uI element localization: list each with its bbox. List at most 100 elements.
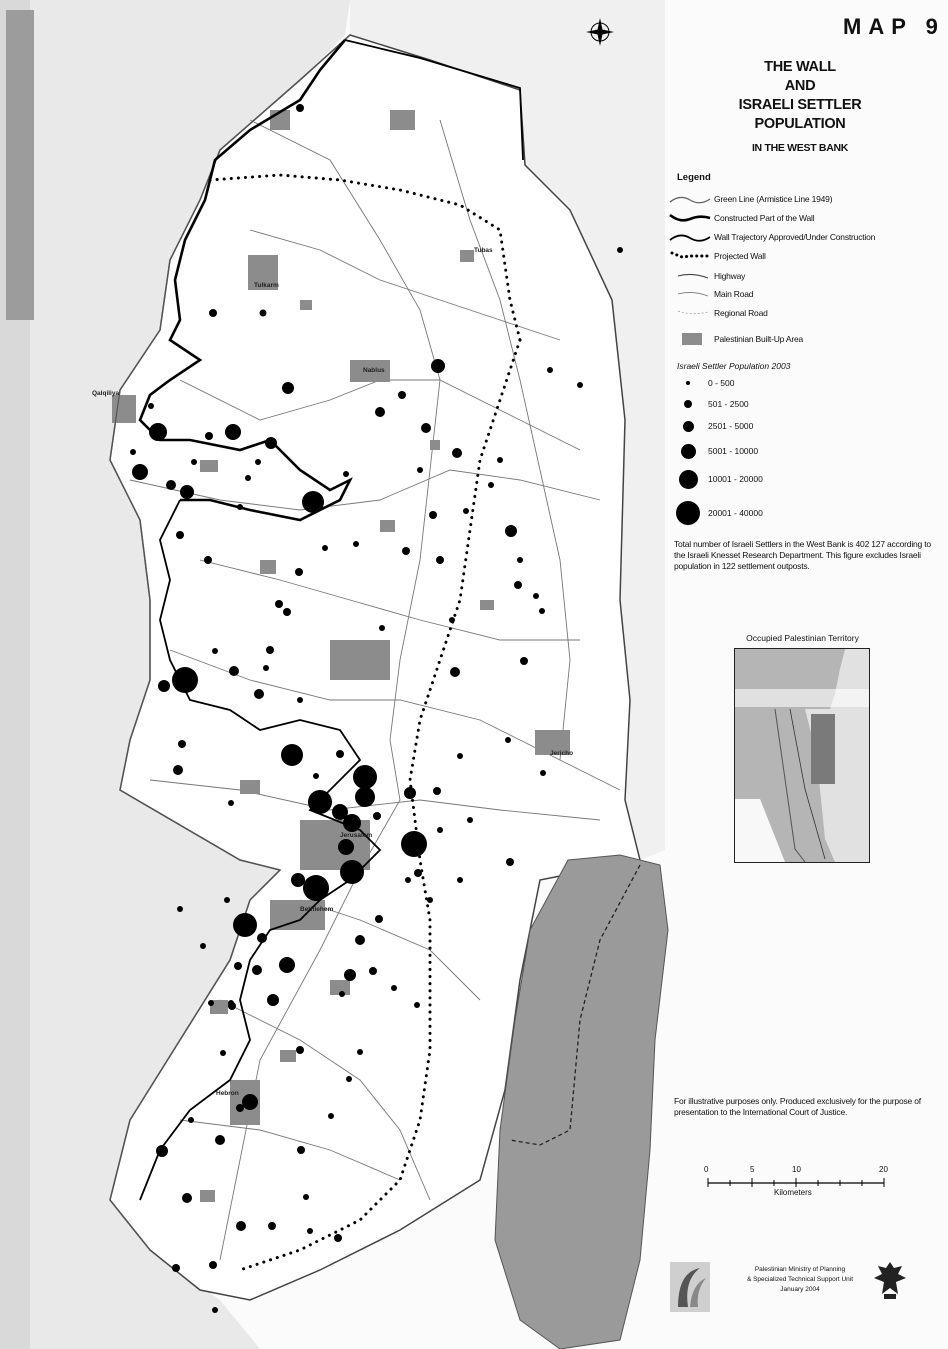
emblem-graphic	[874, 1262, 906, 1299]
settlement-dot	[178, 740, 186, 748]
settlement-dot	[158, 680, 170, 692]
dead-sea-border	[509, 864, 641, 1146]
settlement-dot	[268, 1222, 276, 1230]
legend-item-main-road: Main Road	[668, 286, 754, 302]
dead-sea[interactable]	[494, 854, 669, 1349]
settlement-dot	[228, 800, 234, 806]
settlement-dot	[173, 765, 183, 775]
settlement-dot	[414, 1002, 420, 1008]
population-class: 0 - 500	[668, 376, 734, 390]
settlement-dot	[281, 744, 303, 766]
built-up-area-symbol	[682, 333, 702, 345]
settlement-dot-symbol	[682, 420, 694, 432]
palestinian-built-up-areas	[112, 110, 570, 1202]
settlement-dot	[497, 457, 503, 463]
population-label: 10001 - 20000	[708, 474, 763, 484]
scale-tick-label: 10	[792, 1165, 801, 1174]
map-title-line: THE WALL	[764, 59, 836, 75]
legend-item-highway: Highway	[668, 268, 745, 284]
settlement-dot	[353, 541, 359, 547]
legend-label: Constructed Part of the Wall	[714, 213, 815, 223]
settlement-dot	[322, 545, 328, 551]
scale-unit: Kilometers	[774, 1188, 812, 1197]
settlement-dot	[488, 482, 494, 488]
settlement-dot	[212, 1307, 218, 1313]
settlement-dot	[338, 839, 354, 855]
settlement-dot	[242, 1094, 258, 1110]
settlement-dot	[617, 247, 623, 253]
legend-label: Projected Wall	[714, 251, 766, 261]
approved-wall	[139, 499, 382, 1201]
settlement-dot	[449, 617, 455, 623]
settlement-dot	[414, 869, 422, 877]
scale-bar: 0 5 10 20 Kilometers	[704, 1165, 904, 1205]
legend-label: Main Road	[714, 289, 754, 299]
place-label: Tulkarm	[254, 282, 279, 289]
constructed-wall-symbol	[669, 213, 711, 222]
population-class: 2501 - 5000	[668, 417, 753, 435]
settlement-dot	[303, 875, 329, 901]
inset-map[interactable]	[734, 648, 870, 863]
population-label: 2501 - 5000	[708, 421, 754, 431]
disclaimer: For illustrative purposes only. Produced…	[674, 1096, 921, 1117]
settlement-dot	[205, 432, 213, 440]
settlement-dot	[427, 897, 433, 903]
settlement-dot	[450, 667, 460, 677]
settlement-dot	[404, 787, 416, 799]
constructed-wall	[138, 39, 353, 522]
settlement-dot	[266, 646, 274, 654]
settlement-dot	[200, 943, 206, 949]
settlement-dot	[313, 773, 319, 779]
settlement-dot	[267, 994, 279, 1006]
settlement-dot	[234, 962, 242, 970]
settlement-dot	[296, 1046, 304, 1054]
settlement-dot	[265, 437, 277, 449]
settlement-dot	[283, 608, 291, 616]
settlement-dot	[177, 906, 183, 912]
emblem-eagle-icon	[872, 1258, 908, 1302]
place-label: Bethlehem	[300, 906, 334, 913]
legend-title: Legend	[677, 172, 711, 183]
settlement-dot	[379, 625, 385, 631]
ministry-logo-icon	[670, 1262, 710, 1312]
settlement-dot	[257, 933, 267, 943]
settlement-dot	[343, 814, 361, 832]
population-class: 10001 - 20000	[668, 467, 763, 491]
settlement-dot	[391, 985, 397, 991]
settlement-dot	[457, 877, 463, 883]
projected-wall	[208, 173, 522, 1272]
settlement-dot	[505, 737, 511, 743]
population-class: 5001 - 10000	[668, 441, 758, 461]
inset-map-graphic	[735, 649, 869, 862]
settlement-dot	[353, 765, 377, 789]
settlement-dot	[355, 787, 375, 807]
place-label: Jericho	[550, 750, 574, 757]
settlement-dot	[166, 480, 176, 490]
settlement-dot	[215, 1135, 225, 1145]
settlement-dot	[180, 485, 194, 499]
settlement-dot	[233, 913, 257, 937]
legend-item-built-up: Palestinian Built-Up Area	[668, 331, 803, 347]
settlement-dot	[436, 556, 444, 564]
settlement-dot	[332, 804, 348, 820]
settlement-dot	[336, 750, 344, 758]
settlement-dot-symbol	[678, 469, 698, 489]
settlement-dot	[191, 459, 197, 465]
settlement-dot	[279, 957, 295, 973]
settlement-dot	[346, 1076, 352, 1082]
settler-total-note: Total number of Israeli Settlers in the …	[674, 539, 931, 571]
settlement-dot	[520, 657, 528, 665]
settlement-dot	[401, 831, 427, 857]
settlement-dot	[236, 1104, 244, 1112]
population-class: 501 - 2500	[668, 396, 749, 412]
settlement-dot	[148, 403, 154, 409]
settlement-dot	[355, 935, 365, 945]
settlement-dot	[307, 1228, 313, 1234]
settlement-dot	[369, 967, 377, 975]
settlement-dot	[245, 475, 251, 481]
settlement-dot	[237, 504, 243, 510]
coastal-patch	[6, 10, 34, 320]
settlement-dot	[182, 1193, 192, 1203]
